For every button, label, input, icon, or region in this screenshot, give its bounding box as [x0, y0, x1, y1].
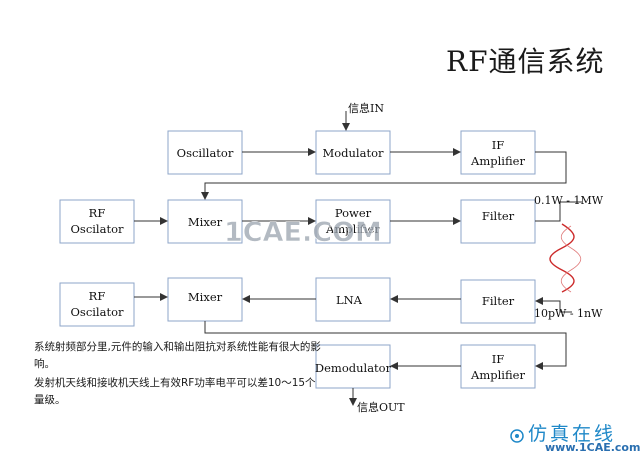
note-1: 系统射频部分里,元件的输入和输出阻抗对系统性能有很大的影响。 [34, 341, 321, 370]
logo-text: 仿真在线 [528, 423, 617, 445]
oscillator-block: Oscillator [167, 130, 243, 175]
rf-oscillator-rx-block: RF Oscilator [59, 282, 135, 327]
logo-url: www.1CAE.com [545, 441, 640, 454]
lna-block: LNA [315, 277, 391, 322]
rf-oscillator-tx-label-1: RF [89, 206, 106, 220]
if-amplifier-tx-label-2: Amplifier [470, 154, 525, 168]
filter-tx-label: Filter [482, 209, 515, 223]
filter-to-antenna-wire [535, 201, 582, 222]
mixer-tx-block: Mixer [167, 199, 243, 244]
note-2: 发射机天线和接收机天线上有效RF功率电平可以差10～15个量级。 [34, 377, 316, 406]
rf-oscillator-tx-label-2: Oscilator [70, 222, 124, 236]
tx-power-label: 0.1W - 1MW [534, 194, 604, 207]
rf-oscillator-rx-label-2: Oscilator [70, 305, 124, 319]
mixer-rx-label: Mixer [188, 290, 223, 304]
filter-rx-label: Filter [482, 294, 515, 308]
demodulator-label: Demodulator [315, 361, 392, 375]
wireless-wave-2 [560, 225, 582, 293]
rf-oscillator-tx-block: RF Oscilator [59, 199, 135, 244]
page-title: RF通信系统 [446, 45, 605, 78]
demodulator-block: Demodulator [315, 344, 392, 389]
if-amplifier-rx-block: IF Amplifier [460, 344, 536, 389]
info-in-label: 信息IN [348, 101, 384, 115]
wireless-wave [549, 223, 575, 293]
mixer-rx-block: Mixer [167, 277, 243, 322]
filter-tx-block: Filter [460, 199, 536, 244]
modulator-label: Modulator [322, 146, 384, 160]
power-amplifier-label-2: Amplifier [325, 222, 380, 236]
if-amplifier-tx-label-1: IF [492, 138, 505, 152]
oscillator-label: Oscillator [177, 146, 234, 160]
rx-power-label: 10pW - 1nW [534, 307, 603, 320]
if-amplifier-tx-block: IF Amplifier [460, 130, 536, 175]
antenna-to-filter-wire [535, 297, 572, 313]
if-amplifier-rx-label-1: IF [492, 352, 505, 366]
lna-label: LNA [336, 293, 363, 307]
mixer-tx-label: Mixer [188, 215, 223, 229]
rf-oscillator-rx-label-1: RF [89, 289, 106, 303]
ifamp-to-mixer-wire [201, 151, 567, 200]
watermark: 1CAE.COM [224, 217, 382, 248]
power-amplifier-block: Power Amplifier [315, 199, 391, 244]
logo-icon [510, 429, 524, 443]
power-amplifier-label-1: Power [335, 206, 372, 220]
filter-rx-block: Filter [460, 279, 536, 324]
mixer-to-ifamp-rx-wire [204, 321, 567, 370]
modulator-block: Modulator [315, 130, 391, 175]
if-amplifier-rx-label-2: Amplifier [470, 368, 525, 382]
info-out-label: 信息OUT [357, 400, 405, 414]
